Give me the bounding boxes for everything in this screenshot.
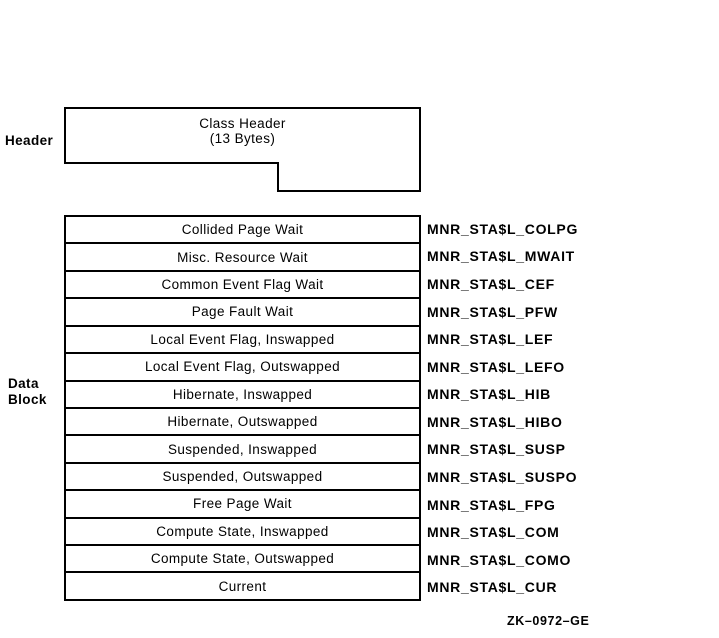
table-row: Hibernate, Outswapped	[66, 406, 419, 434]
data-block-label-line1: Data	[8, 376, 39, 391]
row-symbol-label: MNR_STA$L_SUSPO	[427, 468, 578, 485]
table-row: Compute State, Inswapped	[66, 516, 419, 544]
row-symbol-label: MNR_STA$L_PFW	[427, 303, 558, 320]
class-header-line2: (13 Bytes)	[209, 131, 276, 146]
row-symbol-label: MNR_STA$L_CUR	[427, 579, 558, 596]
table-row: Suspended, Outswapped	[66, 461, 419, 489]
row-symbol-label: MNR_STA$L_HIBO	[427, 413, 563, 430]
data-block-side-label: Data Block	[8, 376, 47, 408]
table-row: Local Event Flag, Inswapped	[66, 324, 419, 352]
row-symbol-label: MNR_STA$L_LEFO	[427, 358, 565, 375]
table-row: Local Event Flag, Outswapped	[66, 352, 419, 379]
header-side-label: Header	[5, 133, 54, 148]
class-header-text: Class Header (13 Bytes)	[64, 116, 421, 146]
row-symbol-label: MNR_STA$L_LEF	[427, 331, 554, 348]
row-symbol-label: MNR_STA$L_CEF	[427, 275, 555, 292]
row-symbol-label: MNR_STA$L_MWAIT	[427, 248, 575, 265]
class-header-line1: Class Header	[199, 116, 286, 131]
symbol-label-column: MNR_STA$L_COLPG MNR_STA$L_MWAIT MNR_STA$…	[427, 215, 578, 601]
row-symbol-label: MNR_STA$L_SUSP	[427, 441, 566, 458]
row-symbol-label: MNR_STA$L_FPG	[427, 496, 556, 513]
figure-code: ZK–0972–GE	[507, 614, 590, 628]
class-header-box	[64, 107, 421, 192]
data-block-label-line2: Block	[8, 392, 47, 407]
row-symbol-label: MNR_STA$L_HIB	[427, 386, 551, 403]
table-row: Collided Page Wait	[181, 222, 304, 238]
table-row: Current	[66, 571, 419, 598]
data-block-table: Collided Page Wait Misc. Resource Wait C…	[64, 215, 421, 601]
table-row: Free Page Wait	[66, 489, 419, 516]
table-row: Suspended, Inswapped	[66, 434, 419, 461]
table-row: Page Fault Wait	[66, 297, 419, 324]
table-row: Common Event Flag Wait	[66, 269, 419, 297]
row-symbol-label: MNR_STA$L_COMO	[427, 551, 572, 568]
row-symbol-label: MNR_STA$L_COLPG	[427, 220, 579, 237]
row-symbol-label: MNR_STA$L_COM	[427, 524, 560, 541]
table-row: Compute State, Outswapped	[66, 544, 419, 571]
table-row: Hibernate, Inswapped	[66, 379, 419, 407]
table-row: Misc. Resource Wait	[66, 242, 419, 269]
